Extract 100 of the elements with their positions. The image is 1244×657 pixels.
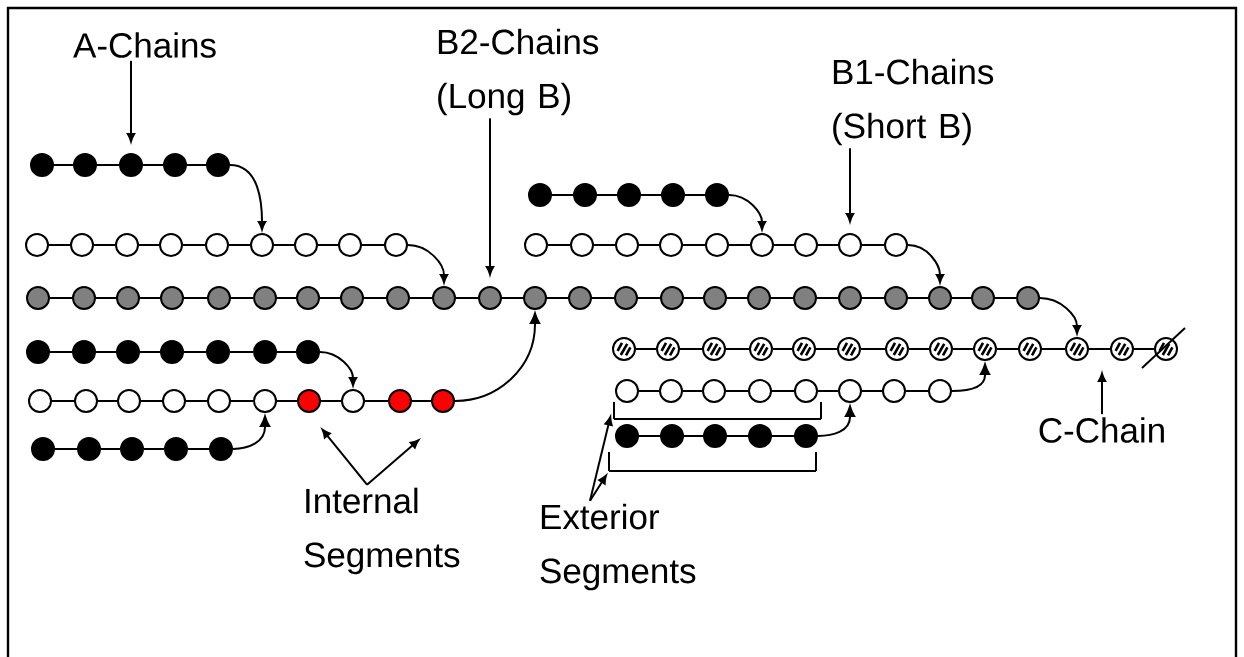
circle <box>116 286 140 310</box>
link-line <box>276 400 298 402</box>
link-line <box>726 297 748 299</box>
link-line <box>182 244 206 246</box>
link-line <box>319 297 341 299</box>
circle <box>28 389 52 413</box>
circle <box>388 389 412 413</box>
circle <box>661 183 685 207</box>
circle <box>838 286 862 310</box>
circle <box>31 437 55 461</box>
link-line <box>51 400 75 402</box>
circle <box>570 233 594 257</box>
circle <box>297 389 321 413</box>
branch-arrow <box>907 244 945 284</box>
link-line <box>228 244 251 246</box>
branch-arrow <box>454 312 541 402</box>
link-line <box>49 297 73 299</box>
circle <box>160 286 184 310</box>
link-line <box>773 244 795 246</box>
circle <box>207 389 231 413</box>
circle <box>73 153 97 177</box>
link-line <box>143 448 165 450</box>
link-line <box>682 244 706 246</box>
link-line <box>230 400 254 402</box>
link-line <box>363 297 387 299</box>
link-line <box>771 390 795 392</box>
circle <box>115 233 139 257</box>
circle <box>748 424 772 448</box>
link-line <box>593 244 616 246</box>
link-line <box>683 435 704 437</box>
link-line <box>860 348 886 350</box>
circle <box>523 286 547 310</box>
link-line <box>276 297 297 299</box>
link-line <box>187 448 210 450</box>
leader-line <box>589 474 607 502</box>
circle <box>26 340 50 364</box>
circle <box>703 424 727 448</box>
link-line <box>996 348 1019 350</box>
chain-label: A-Chains <box>73 32 216 58</box>
link-line <box>320 400 342 402</box>
link-line <box>908 348 930 350</box>
circle <box>656 337 680 361</box>
circle <box>705 233 729 257</box>
circle <box>162 389 186 413</box>
circle <box>617 183 641 207</box>
circle <box>478 286 502 310</box>
link-line <box>772 348 793 350</box>
branch-arrow <box>319 351 358 387</box>
circle <box>748 379 772 403</box>
link-line <box>728 244 751 246</box>
circle <box>205 233 229 257</box>
leader-line <box>366 439 420 486</box>
link-line <box>684 194 706 196</box>
link-line <box>638 435 661 437</box>
branch-arrow <box>817 405 856 437</box>
circle <box>929 337 953 361</box>
link-line <box>183 297 208 299</box>
link-line <box>140 400 163 402</box>
circle <box>431 389 455 413</box>
link-line <box>770 297 794 299</box>
circle <box>838 233 862 257</box>
circle <box>792 337 816 361</box>
circle <box>1065 337 1089 361</box>
circle <box>253 340 277 364</box>
link-line <box>546 297 569 299</box>
circle <box>163 153 187 177</box>
link-line <box>185 400 208 402</box>
circle <box>660 286 684 310</box>
link-line <box>95 297 117 299</box>
branch-arrow <box>728 194 767 231</box>
link-line <box>139 297 161 299</box>
link-line <box>551 194 574 196</box>
circle <box>838 379 862 403</box>
circle <box>250 233 274 257</box>
circle <box>340 286 364 310</box>
circle <box>253 389 277 413</box>
circle <box>702 379 726 403</box>
circle <box>884 233 908 257</box>
circle <box>74 389 98 413</box>
chain-label: C-Chain <box>1039 417 1164 443</box>
link-line <box>229 351 254 353</box>
link-line <box>273 244 295 246</box>
leader-line <box>485 117 495 276</box>
circle <box>614 286 638 310</box>
circle <box>30 153 54 177</box>
chain-label: B1-Chains (Short B) <box>833 58 994 146</box>
link-line <box>317 244 339 246</box>
circle <box>703 286 727 310</box>
circle <box>882 379 906 403</box>
circle <box>973 337 997 361</box>
branch-arrow <box>229 164 267 231</box>
circle <box>116 340 140 364</box>
circle <box>338 233 362 257</box>
link-line <box>364 400 389 402</box>
chain-label: Internal Segments <box>304 487 460 575</box>
circle <box>25 233 49 257</box>
link-line <box>361 244 385 246</box>
link-line <box>682 390 703 392</box>
link-line <box>411 400 432 402</box>
link-line <box>726 435 749 437</box>
